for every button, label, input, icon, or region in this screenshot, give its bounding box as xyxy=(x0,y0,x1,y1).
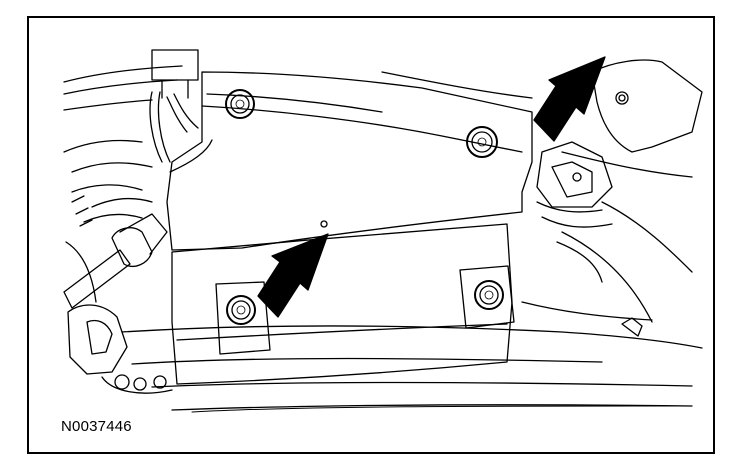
black-arrow-icon-upper xyxy=(533,56,606,142)
connector-assembly xyxy=(149,49,199,163)
drive-shaft xyxy=(63,195,173,394)
bolt-upper-left xyxy=(225,89,255,119)
bolt-lower-left xyxy=(226,295,256,325)
figure-id-label: N0037446 xyxy=(61,418,132,435)
upper-shield-panel xyxy=(166,71,533,251)
lower-shield-panel xyxy=(171,223,515,385)
figure-id-leader xyxy=(191,405,693,413)
illustration-frame: N0037446 xyxy=(27,16,715,454)
bolt-upper-right xyxy=(466,126,498,158)
engine-bay-background xyxy=(63,59,703,411)
black-arrow-icon-lower xyxy=(257,233,329,318)
shield-removal-illustration xyxy=(63,49,703,413)
bolt-lower-right xyxy=(474,280,504,310)
